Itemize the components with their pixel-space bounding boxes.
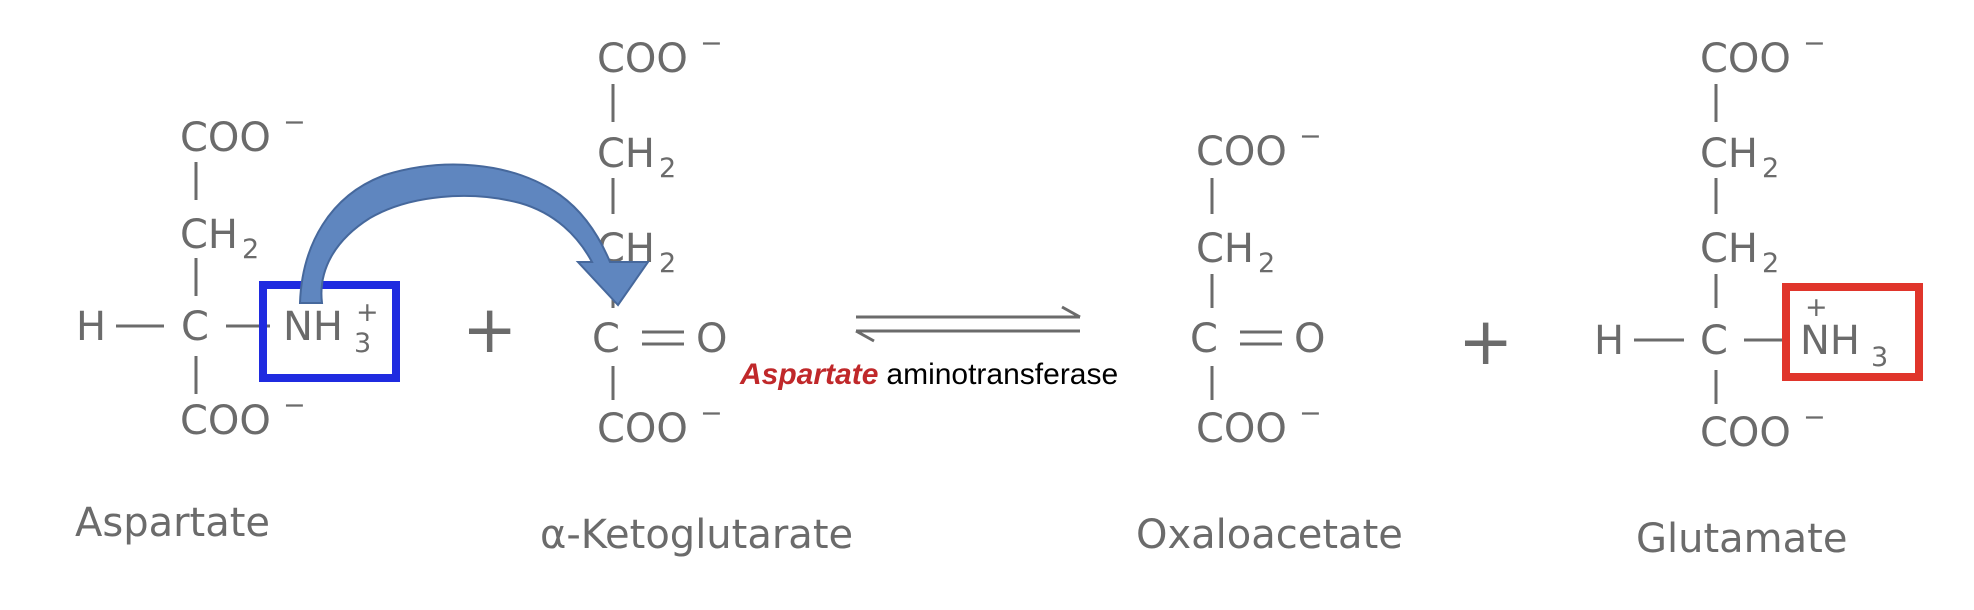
amino-transfer-arrow-icon	[298, 163, 650, 307]
plus-sign: +	[1458, 303, 1513, 380]
aspartate-structure: COO − CH 2 H C NH 3 + COO − Aspartate	[75, 107, 379, 546]
akg-bottom-charge: −	[700, 398, 723, 429]
aspartate-h: H	[76, 304, 106, 350]
glutamate-structure: COO − CH 2 CH 2 H C NH 3 + COO − Glutama…	[1594, 28, 1888, 562]
glu-nh3-subscript: 3	[1871, 342, 1888, 373]
plus-sign: +	[462, 291, 517, 368]
akg-oxygen: O	[696, 316, 727, 362]
glu-alpha-carbon: C	[1700, 318, 1728, 364]
acceptor-amino-highlight-box	[1782, 283, 1923, 381]
equilibrium-arrows-icon	[855, 305, 1081, 343]
aspartate-nh3-subscript: 3	[354, 328, 371, 359]
glu-ch2-a: CH	[1700, 131, 1758, 177]
alpha-ketoglutarate-structure: COO − CH 2 CH 2 C O COO − α-Ketoglutarat…	[540, 28, 853, 558]
glu-nh3-charge: +	[1805, 292, 1828, 323]
glu-ch2-b-subscript: 2	[1762, 248, 1779, 279]
glu-top-charge: −	[1803, 28, 1826, 59]
akg-top-coo: COO	[597, 36, 688, 82]
akg-ch2-a-subscript: 2	[659, 153, 676, 184]
glu-h: H	[1594, 318, 1624, 364]
aspartate-top-coo: COO	[180, 115, 271, 161]
glu-ch2-a-subscript: 2	[1762, 153, 1779, 184]
aspartate-ch2: CH	[180, 212, 238, 258]
akg-ch2-b-subscript: 2	[659, 248, 676, 279]
aspartate-bottom-coo: COO	[180, 398, 271, 444]
aspartate-ch2-subscript: 2	[242, 234, 259, 265]
akg-ch2-a: CH	[597, 131, 655, 177]
aspartate-nh3-charge: +	[356, 297, 379, 328]
oaa-top-charge: −	[1299, 121, 1322, 152]
akg-carbonyl-carbon: C	[592, 316, 620, 362]
aspartate-alpha-carbon: C	[181, 304, 209, 350]
enzyme-name-highlight: Aspartate	[739, 358, 878, 391]
donor-amino-highlight-box	[259, 281, 400, 382]
glu-bottom-charge: −	[1803, 402, 1826, 433]
oxaloacetate-structure: COO − CH 2 C O COO − Oxaloacetate	[1136, 121, 1403, 558]
aspartate-bottom-charge: −	[283, 390, 306, 421]
aspartate-top-charge: −	[283, 107, 306, 138]
akg-top-charge: −	[700, 28, 723, 59]
alpha-ketoglutarate-label: α-Ketoglutarate	[540, 512, 853, 558]
oaa-ch2: CH	[1196, 226, 1254, 272]
glu-ch2-b: CH	[1700, 226, 1758, 272]
glu-bottom-coo: COO	[1700, 410, 1791, 456]
oaa-top-coo: COO	[1196, 129, 1287, 175]
aspartate-nh3: NH	[283, 304, 343, 350]
oaa-oxygen: O	[1294, 316, 1325, 362]
enzyme-name-rest: aminotransferase	[886, 358, 1118, 391]
glu-nh3: NH	[1800, 318, 1860, 364]
aspartate-label: Aspartate	[75, 500, 270, 546]
glutamate-label: Glutamate	[1636, 516, 1847, 562]
oaa-bottom-coo: COO	[1196, 406, 1287, 452]
akg-bottom-coo: COO	[597, 406, 688, 452]
oxaloacetate-label: Oxaloacetate	[1136, 512, 1403, 558]
oaa-bottom-charge: −	[1299, 398, 1322, 429]
oaa-carbonyl-carbon: C	[1190, 316, 1218, 362]
glu-top-coo: COO	[1700, 36, 1791, 82]
oaa-ch2-subscript: 2	[1258, 248, 1275, 279]
